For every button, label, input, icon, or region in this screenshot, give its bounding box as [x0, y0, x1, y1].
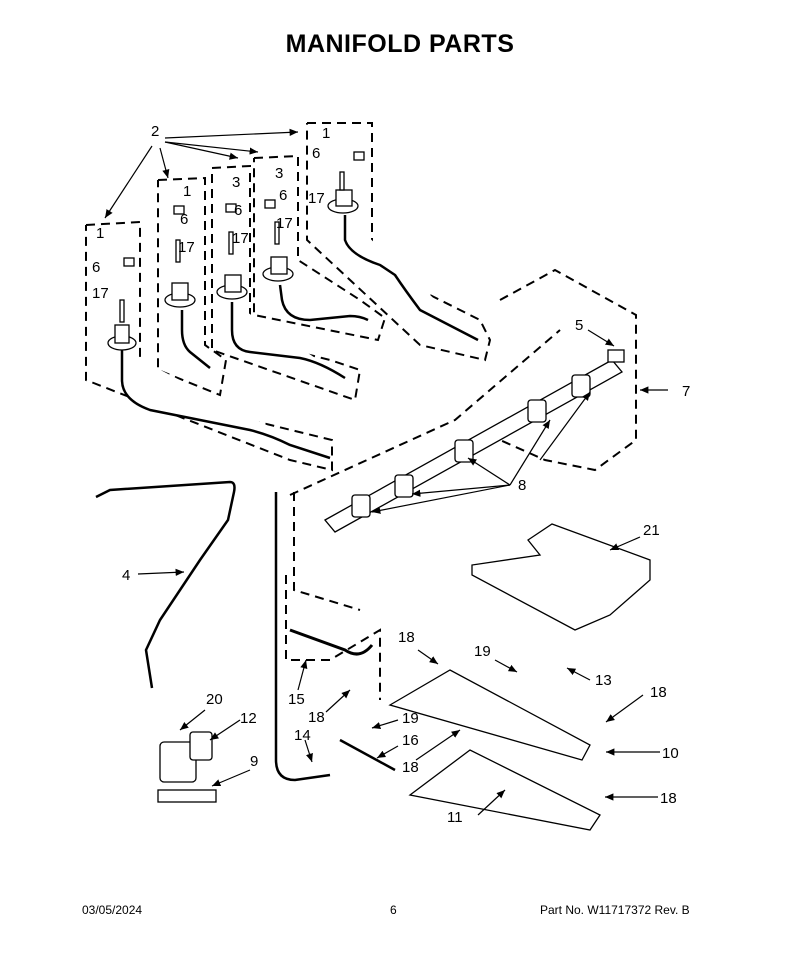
callout-3: 3: [275, 165, 283, 182]
callout-15: 15: [288, 691, 305, 708]
callout-20: 20: [206, 691, 223, 708]
valve-assemblies: [107, 151, 479, 460]
callout-6: 6: [312, 145, 320, 162]
callout-16: 16: [402, 732, 419, 749]
callout-labels: 2 1 6 17 1 6 17 3 6 17 3 6 17 1 6 17 5 7…: [92, 123, 690, 826]
callout-12: 12: [240, 710, 257, 727]
callout-14: 14: [294, 727, 311, 744]
callout-21: 21: [643, 522, 660, 539]
manifold-tube: [323, 349, 625, 533]
page-title: MANIFOLD PARTS: [285, 30, 515, 58]
callout-1: 1: [183, 183, 191, 200]
regulator-and-tube: [157, 492, 374, 803]
footer-page-number: 6: [390, 903, 397, 917]
callout-5: 5: [575, 317, 583, 334]
callout-9: 9: [250, 753, 258, 770]
callout-18: 18: [398, 629, 415, 646]
callout-6: 6: [279, 187, 287, 204]
callout-8: 8: [518, 477, 526, 494]
heat-shield: [471, 523, 651, 631]
callout-19: 19: [474, 643, 491, 660]
gas-line: [95, 480, 236, 689]
callout-17: 17: [178, 239, 195, 256]
callout-18: 18: [650, 684, 667, 701]
callout-10: 10: [662, 745, 679, 762]
callout-6: 6: [234, 202, 242, 219]
callout-19: 19: [402, 710, 419, 727]
callout-17: 17: [92, 285, 109, 302]
callout-13: 13: [595, 672, 612, 689]
callout-18: 18: [660, 790, 677, 807]
footer-part-number: Part No. W11717372 Rev. B: [540, 903, 690, 917]
callout-leaders: [104, 128, 668, 816]
callout-7: 7: [682, 383, 690, 400]
burner-tubes: [339, 669, 601, 831]
footer-date: 03/05/2024: [82, 903, 143, 917]
callout-17: 17: [308, 190, 325, 207]
callout-17: 17: [276, 215, 293, 232]
callout-6: 6: [92, 259, 100, 276]
callout-2: 2: [151, 123, 159, 140]
callout-18: 18: [402, 759, 419, 776]
callout-4: 4: [122, 567, 130, 584]
callout-3: 3: [232, 174, 240, 191]
callout-11: 11: [447, 809, 463, 826]
callout-1: 1: [322, 125, 330, 142]
callout-1: 1: [96, 225, 104, 242]
callout-17: 17: [232, 230, 249, 247]
callout-18: 18: [308, 709, 325, 726]
callout-6: 6: [180, 211, 188, 228]
